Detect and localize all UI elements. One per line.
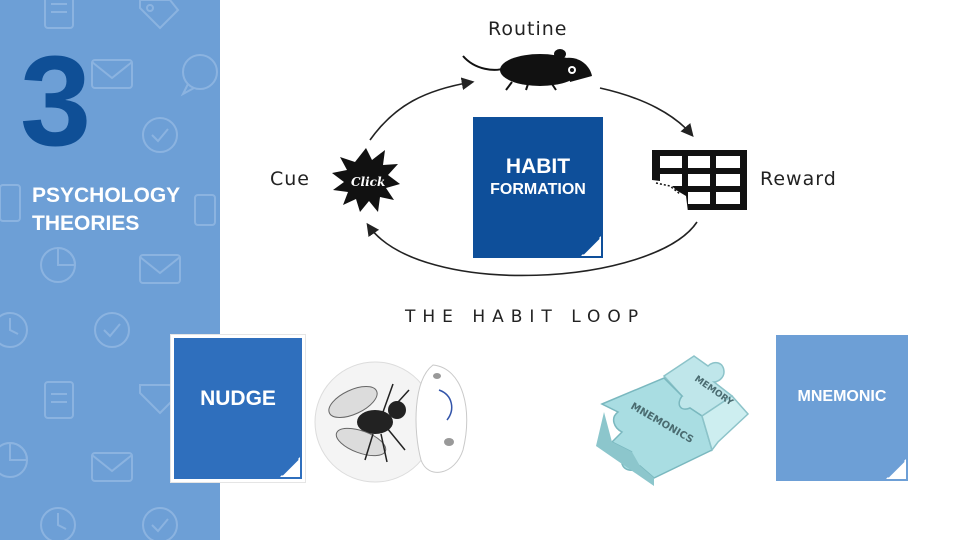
fly-icon <box>328 383 410 463</box>
tag-icon <box>139 0 180 30</box>
pie-chart-icon <box>0 441 29 478</box>
puzzle-icon: MNEMONICS MEMORY <box>596 355 750 486</box>
click-text: Click <box>351 175 385 189</box>
habit-card-subtitle: FORMATION <box>490 181 586 198</box>
mnemonic-card-title: MNEMONIC <box>797 388 887 405</box>
nudge-card-title: NUDGE <box>200 387 276 410</box>
routine-label: Routine <box>488 18 568 40</box>
background-icon-pattern <box>0 0 218 540</box>
mnemonic-card: MNEMONIC <box>776 335 908 481</box>
tag-icon <box>139 384 180 415</box>
mnemonic-puzzle-image: MNEMONICS MEMORY <box>596 355 750 486</box>
page-fold-icon <box>886 459 906 479</box>
habit-loop-caption: THE HABIT LOOP <box>405 307 646 327</box>
page-fold-icon <box>581 236 601 256</box>
habit-card-title: HABIT <box>505 155 571 178</box>
slide-number: 3 <box>20 30 91 173</box>
envelope-icon <box>91 452 133 482</box>
page-fold-icon <box>280 457 300 477</box>
chocolate-bar-icon <box>652 150 747 212</box>
envelope-icon <box>91 59 133 89</box>
habit-formation-card: HABIT FORMATION <box>473 117 603 258</box>
arrow-cue-to-routine <box>369 77 475 141</box>
tablet-icon <box>194 194 216 226</box>
sidebar-panel: 3 PSYCHOLOGY THEORIES <box>0 0 220 540</box>
check-circle-icon <box>142 507 178 540</box>
arrow-reward-to-cue <box>366 221 698 277</box>
chat-bubble-icon <box>180 54 218 97</box>
reward-label: Reward <box>760 168 837 190</box>
document-icon <box>44 381 74 419</box>
cue-label: Cue <box>270 168 310 190</box>
check-circle-icon <box>142 117 178 153</box>
clock-icon <box>40 507 76 540</box>
nudge-card: NUDGE <box>171 335 305 482</box>
document-icon <box>44 0 74 29</box>
fly-urinal-image <box>314 361 468 483</box>
mouse-icon <box>462 49 592 91</box>
arrow-routine-to-reward <box>599 87 694 137</box>
check-circle-icon <box>94 312 130 348</box>
habit-loop-diagram: Click <box>332 49 747 277</box>
clock-icon <box>0 312 28 348</box>
pie-chart-icon <box>40 246 77 283</box>
starburst-icon: Click <box>332 148 400 212</box>
envelope-icon <box>139 254 181 284</box>
tablet-icon <box>0 184 21 222</box>
section-title: PSYCHOLOGY THEORIES <box>32 184 180 235</box>
